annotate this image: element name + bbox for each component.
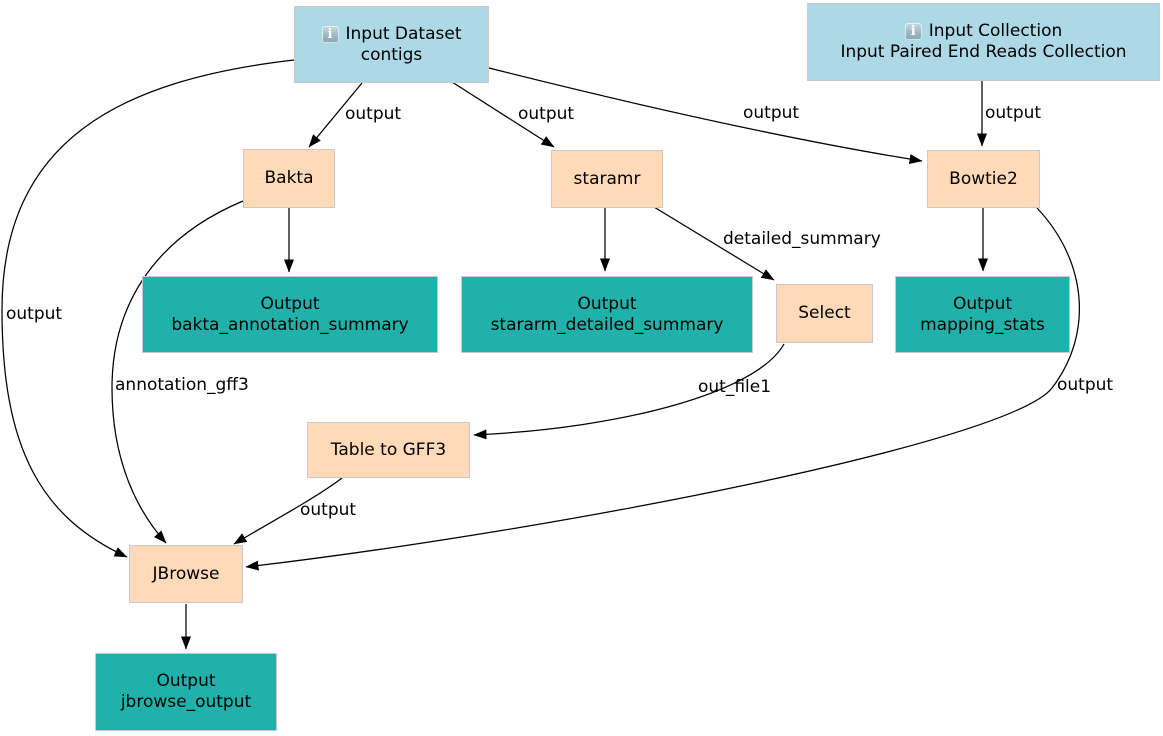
node-title: Output [577, 293, 637, 314]
node-label: JBrowse [152, 563, 220, 584]
edge-label-bakta-jbrowse: annotation_gff3 [115, 375, 249, 395]
node-subtitle: mapping_stats [920, 314, 1045, 335]
edge-staramr-select [653, 206, 775, 281]
node-output-bakta-annotation-summary: Output bakta_annotation_summary [142, 276, 438, 353]
edge-label-select-table: out_file1 [698, 377, 772, 397]
node-label: staramr [573, 168, 641, 189]
node-subtitle: bakta_annotation_summary [171, 314, 409, 335]
node-select: Select [776, 284, 873, 343]
node-subtitle: contigs [360, 44, 423, 65]
node-title: Input Dataset [345, 23, 462, 44]
edge-label-contigs-bowtie2: output [743, 103, 800, 123]
node-input-dataset-contigs: Input Dataset contigs [294, 6, 489, 83]
node-input-collection: Input Collection Input Paired End Reads … [807, 3, 1160, 81]
edge-label-contigs-jbrowse: output [6, 304, 63, 324]
node-label: Bakta [264, 168, 314, 188]
edge-contigs-staramr [451, 81, 555, 148]
edge-bowtie2-jbrowse [245, 207, 1080, 571]
node-output-mapping-stats: Output mapping_stats [895, 276, 1070, 353]
edge-label-bowtie2-jbrowse: output [1057, 375, 1114, 395]
node-label: Table to GFF3 [330, 439, 447, 460]
node-title: Output [952, 293, 1013, 314]
node-label: Select [798, 303, 851, 323]
edge-contigs-bowtie2 [488, 67, 923, 164]
node-output-jbrowse-output: Output jbrowse_output [95, 653, 277, 731]
info-icon [904, 23, 922, 40]
node-title: Output [260, 293, 320, 314]
node-output-stararm-detailed-summary: Output stararm_detailed_summary [461, 276, 753, 353]
node-bowtie2: Bowtie2 [927, 150, 1040, 208]
edge-label-contigs-bakta: output [345, 104, 402, 124]
node-subtitle: jbrowse_output [120, 692, 252, 712]
edge-table-jbrowse [233, 477, 343, 545]
node-title: Output [156, 671, 216, 691]
node-bakta: Bakta [243, 149, 335, 208]
edge-label-contigs-staramr: output [518, 104, 575, 124]
edge-select-table [473, 343, 785, 440]
node-title: Input Collection [928, 21, 1063, 41]
edge-bakta-jbrowse [111, 200, 244, 544]
edge-label-staramr-select: detailed_summary [723, 229, 881, 249]
info-icon [321, 25, 339, 43]
edge-contigs-jbrowse [1, 59, 295, 558]
node-jbrowse: JBrowse [129, 545, 243, 603]
edge-label-collection-bowtie2: output [985, 103, 1042, 123]
edge-label-table-jbrowse: output [300, 500, 357, 520]
node-subtitle: stararm_detailed_summary [490, 314, 724, 335]
node-table-to-gff3: Table to GFF3 [307, 422, 470, 478]
node-subtitle: Input Paired End Reads Collection [840, 42, 1127, 62]
edge-contigs-bakta [308, 82, 363, 148]
node-label: Bowtie2 [949, 168, 1018, 189]
node-staramr: staramr [551, 150, 663, 208]
